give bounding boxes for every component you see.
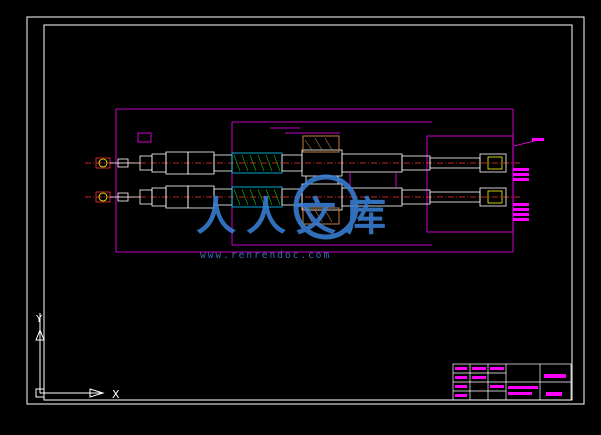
inner-frame xyxy=(43,24,573,401)
watermark: 人人文库 www.renrendoc.com xyxy=(196,174,396,261)
lower-assembly[interactable] xyxy=(85,183,522,211)
ucs-icon xyxy=(35,313,105,398)
lower-hatching xyxy=(233,188,333,223)
upper-gear-housing[interactable] xyxy=(302,135,340,153)
ucs-x-label: X xyxy=(112,388,120,401)
lower-gear-housing[interactable] xyxy=(302,207,340,225)
outer-frame xyxy=(26,16,585,405)
watermark-logo-icon xyxy=(293,174,359,240)
title-block[interactable] xyxy=(452,363,572,401)
ucs-y-label: Y xyxy=(35,314,43,325)
upper-hatching xyxy=(233,137,333,172)
upper-assembly[interactable] xyxy=(85,149,522,177)
title-block-fields xyxy=(455,367,566,397)
watermark-url: www.renrendoc.com xyxy=(200,250,331,261)
part-labels xyxy=(513,138,544,221)
watermark-text: 人人文库 xyxy=(196,193,396,240)
